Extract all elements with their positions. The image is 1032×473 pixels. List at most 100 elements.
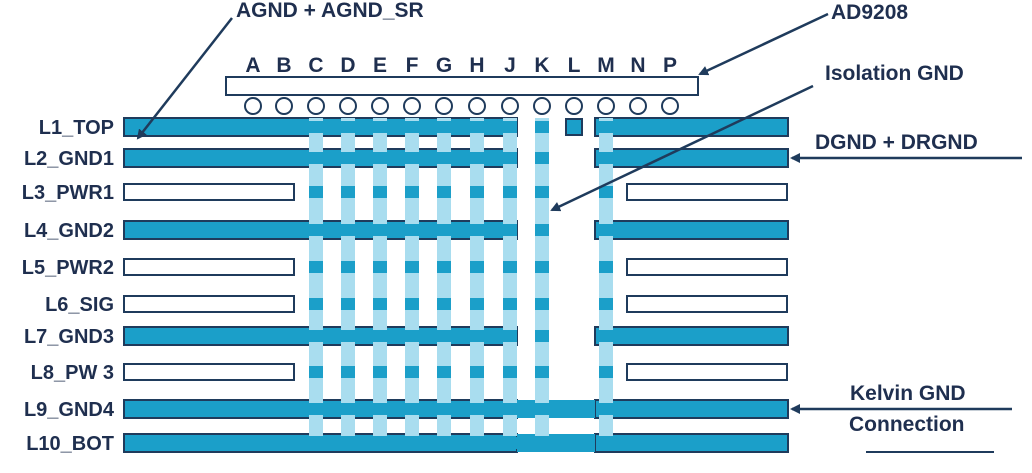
via-pad (373, 224, 387, 236)
solder-ball (597, 97, 615, 115)
via-pad (599, 403, 613, 415)
ball-column-label: M (597, 54, 615, 77)
via-pad (470, 366, 484, 378)
ball-column-label: G (436, 54, 452, 77)
via-pad (437, 121, 451, 133)
via-pad (309, 152, 323, 164)
ball-column-label: L (568, 54, 581, 77)
isolation-gnd-label: Isolation GND (825, 62, 964, 85)
plane-right (594, 117, 789, 137)
via-pad (341, 152, 355, 164)
isolation-gnd-arrow (550, 84, 814, 212)
power-plane-left (123, 295, 295, 313)
layer-label: L2_GND1 (24, 148, 114, 170)
via-pad (405, 121, 419, 133)
via-pad (437, 366, 451, 378)
ball-column-label: C (308, 54, 323, 77)
power-plane-right (626, 258, 788, 276)
via-pad (341, 224, 355, 236)
via-pad (470, 330, 484, 342)
ball-column-label: D (340, 54, 355, 77)
via-pad (535, 152, 549, 164)
via-pad (470, 298, 484, 310)
via-pad (373, 186, 387, 198)
via-pad (373, 403, 387, 415)
via-pad (341, 186, 355, 198)
solder-ball (275, 97, 293, 115)
ad9208-arrow (698, 12, 829, 76)
via-pad (535, 298, 549, 310)
via-barrel (405, 118, 419, 436)
ball-column-label: P (663, 54, 677, 77)
agnd-label: AGND + AGND_SR (236, 0, 424, 22)
via-pad (535, 403, 549, 415)
solder-ball (629, 97, 647, 115)
via-pad (503, 330, 517, 342)
via-barrel (599, 118, 613, 436)
via-pad (599, 224, 613, 236)
via-pad (405, 261, 419, 273)
via-pad (373, 366, 387, 378)
plane-right (594, 326, 789, 346)
via-pad (341, 298, 355, 310)
via-pad (535, 366, 549, 378)
via-pad (599, 121, 613, 133)
via-pad (503, 403, 517, 415)
plane-bridge (517, 400, 595, 418)
via-pad (470, 152, 484, 164)
via-pad (503, 152, 517, 164)
via-pad (309, 186, 323, 198)
layer-label: L3_PWR1 (22, 182, 114, 204)
via-pad (373, 121, 387, 133)
layer-label: L4_GND2 (24, 220, 114, 242)
via-barrel (535, 118, 549, 436)
via-pad (405, 152, 419, 164)
layer-label: L5_PWR2 (22, 257, 114, 279)
solder-ball (403, 97, 421, 115)
power-plane-left (123, 258, 295, 276)
plane-bridge (517, 434, 595, 452)
solder-ball (501, 97, 519, 115)
via-barrel (341, 118, 355, 436)
plane-right (594, 433, 789, 453)
solder-ball (307, 97, 325, 115)
via-pad (309, 330, 323, 342)
via-pad (405, 330, 419, 342)
via-pad (405, 437, 419, 449)
via-pad (437, 152, 451, 164)
via-pad (309, 403, 323, 415)
solder-ball (435, 97, 453, 115)
solder-ball (468, 97, 486, 115)
via-pad (437, 186, 451, 198)
via-pad (373, 261, 387, 273)
ball-column-label: K (534, 54, 549, 77)
solder-ball (661, 97, 679, 115)
via-pad (503, 186, 517, 198)
layer-label: L1_TOP (39, 117, 114, 139)
via-barrel (373, 118, 387, 436)
via-pad (309, 366, 323, 378)
layer-label: L9_GND4 (24, 399, 115, 421)
via-pad (535, 224, 549, 236)
via-pad (405, 186, 419, 198)
via-pad (405, 298, 419, 310)
ball-column-label: F (406, 54, 419, 77)
solder-ball (371, 97, 389, 115)
power-plane-right (626, 183, 788, 201)
agnd-arrow (136, 17, 233, 140)
via-barrel (470, 118, 484, 436)
via-pad (437, 261, 451, 273)
via-pad (405, 403, 419, 415)
layer-label: L10_BOT (26, 433, 114, 455)
via-pad (503, 298, 517, 310)
solder-ball (565, 97, 583, 115)
power-plane-right (626, 295, 788, 313)
via-pad (535, 261, 549, 273)
via-pad (437, 437, 451, 449)
ball-column-label: A (245, 54, 260, 77)
via-pad (503, 224, 517, 236)
via-pad (503, 366, 517, 378)
via-pad (599, 366, 613, 378)
via-pad (470, 403, 484, 415)
layer-label: L8_PW 3 (31, 362, 114, 384)
